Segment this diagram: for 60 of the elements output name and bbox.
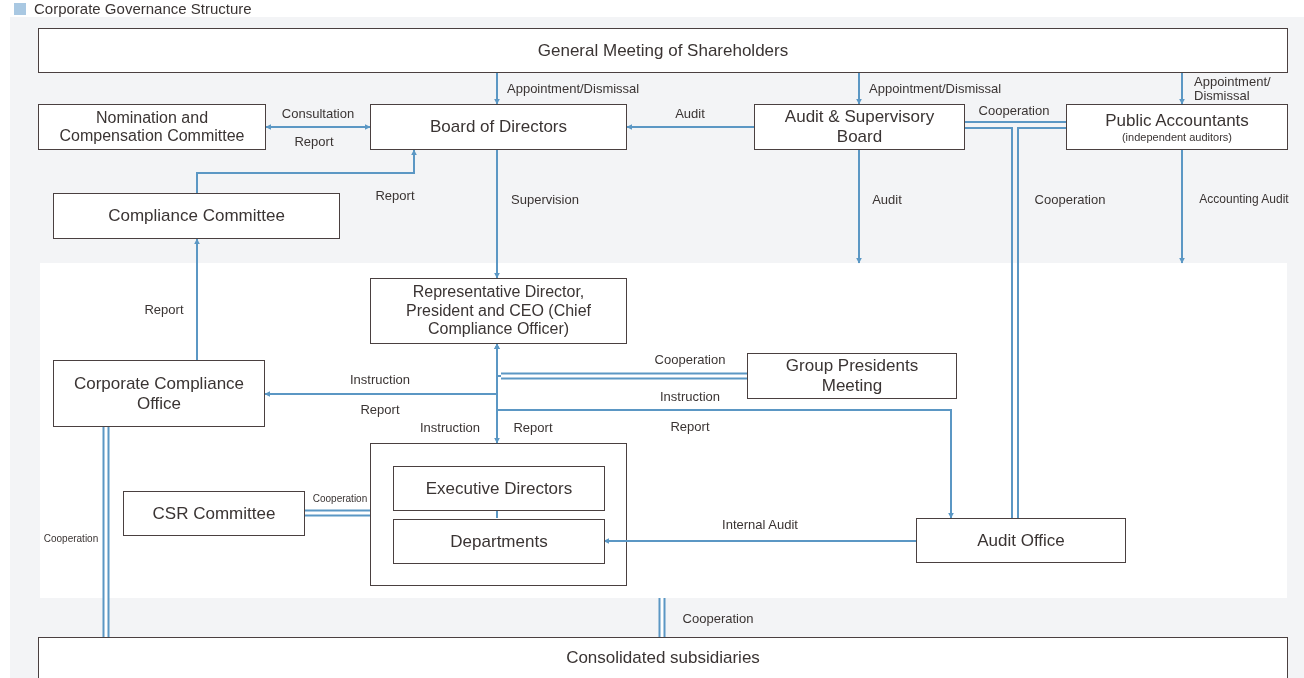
org-box: Public Accountants (independent auditors) bbox=[1066, 104, 1288, 150]
arrow bbox=[196, 149, 417, 194]
arrow bbox=[856, 72, 862, 105]
edge-label: Report bbox=[144, 302, 184, 318]
arrow bbox=[1179, 149, 1185, 264]
org-box: Group Presidents Meeting bbox=[747, 353, 957, 399]
diagram-title: Corporate Governance Structure bbox=[34, 0, 252, 17]
arrow bbox=[265, 124, 371, 130]
edge-label: Cooperation bbox=[43, 532, 99, 544]
edge-label: Appointment/Dismissal bbox=[869, 81, 1002, 97]
org-box: Board of Directors bbox=[370, 104, 627, 150]
edge-label: Instruction bbox=[420, 420, 480, 436]
edge-label: Instruction bbox=[660, 389, 720, 405]
double-connector bbox=[658, 598, 666, 637]
org-box: Executive Directors bbox=[393, 466, 605, 511]
arrow bbox=[856, 149, 862, 264]
arrow bbox=[494, 343, 954, 519]
edge-label: Cooperation bbox=[978, 103, 1050, 119]
edge-label: Audit bbox=[675, 106, 705, 122]
flow-label: Report bbox=[294, 134, 334, 150]
arrow bbox=[494, 72, 500, 105]
edge-label: Audit bbox=[872, 192, 902, 208]
edge-label: Consultation bbox=[281, 106, 355, 122]
org-box: Audit Office bbox=[916, 518, 1126, 563]
arrow bbox=[494, 149, 500, 279]
edge-label: Supervision bbox=[511, 192, 579, 208]
org-box: Nomination and Compensation Committee bbox=[38, 104, 266, 150]
connector-line bbox=[496, 509, 498, 519]
arrow bbox=[194, 238, 200, 361]
connector-line bbox=[1017, 127, 1067, 519]
edge-label: Report bbox=[375, 188, 415, 204]
flow-label: Report bbox=[360, 402, 400, 418]
edge-label: Cooperation bbox=[312, 492, 368, 504]
connector-line bbox=[964, 127, 1013, 519]
org-box: Consolidated subsidiaries bbox=[38, 637, 1288, 678]
org-box: Compliance Committee bbox=[53, 193, 340, 239]
org-box: Departments bbox=[393, 519, 605, 564]
edge-label: Cooperation bbox=[1034, 192, 1106, 208]
org-box: Representative Director, President and CEO (Chief Compliance Officer) bbox=[370, 278, 627, 344]
flow-label: Report bbox=[670, 419, 710, 435]
flow-label: Report bbox=[513, 420, 553, 436]
org-box: Audit & Supervisory Board bbox=[754, 104, 965, 150]
edge-label: Accounting Audit bbox=[1199, 193, 1289, 207]
group-frame bbox=[370, 443, 627, 586]
edge-label: Appointment/ Dismissal bbox=[1194, 74, 1272, 104]
arrow bbox=[1179, 72, 1185, 105]
arrow bbox=[603, 538, 917, 544]
edge-label: Instruction bbox=[350, 372, 410, 388]
arrow bbox=[626, 124, 755, 130]
edge-label: Cooperation bbox=[654, 352, 726, 368]
edge-label: Internal Audit bbox=[722, 517, 798, 533]
area-background bbox=[40, 263, 1287, 598]
edge-label: Appointment/Dismissal bbox=[507, 81, 640, 97]
org-box: Corporate Compliance Office bbox=[53, 360, 265, 427]
edge-label: Cooperation bbox=[682, 611, 754, 627]
connector-line bbox=[964, 121, 1067, 123]
double-connector bbox=[102, 427, 110, 637]
org-box: CSR Committee bbox=[123, 491, 305, 536]
org-box: General Meeting of Shareholders bbox=[38, 28, 1288, 73]
double-connector bbox=[305, 509, 370, 517]
